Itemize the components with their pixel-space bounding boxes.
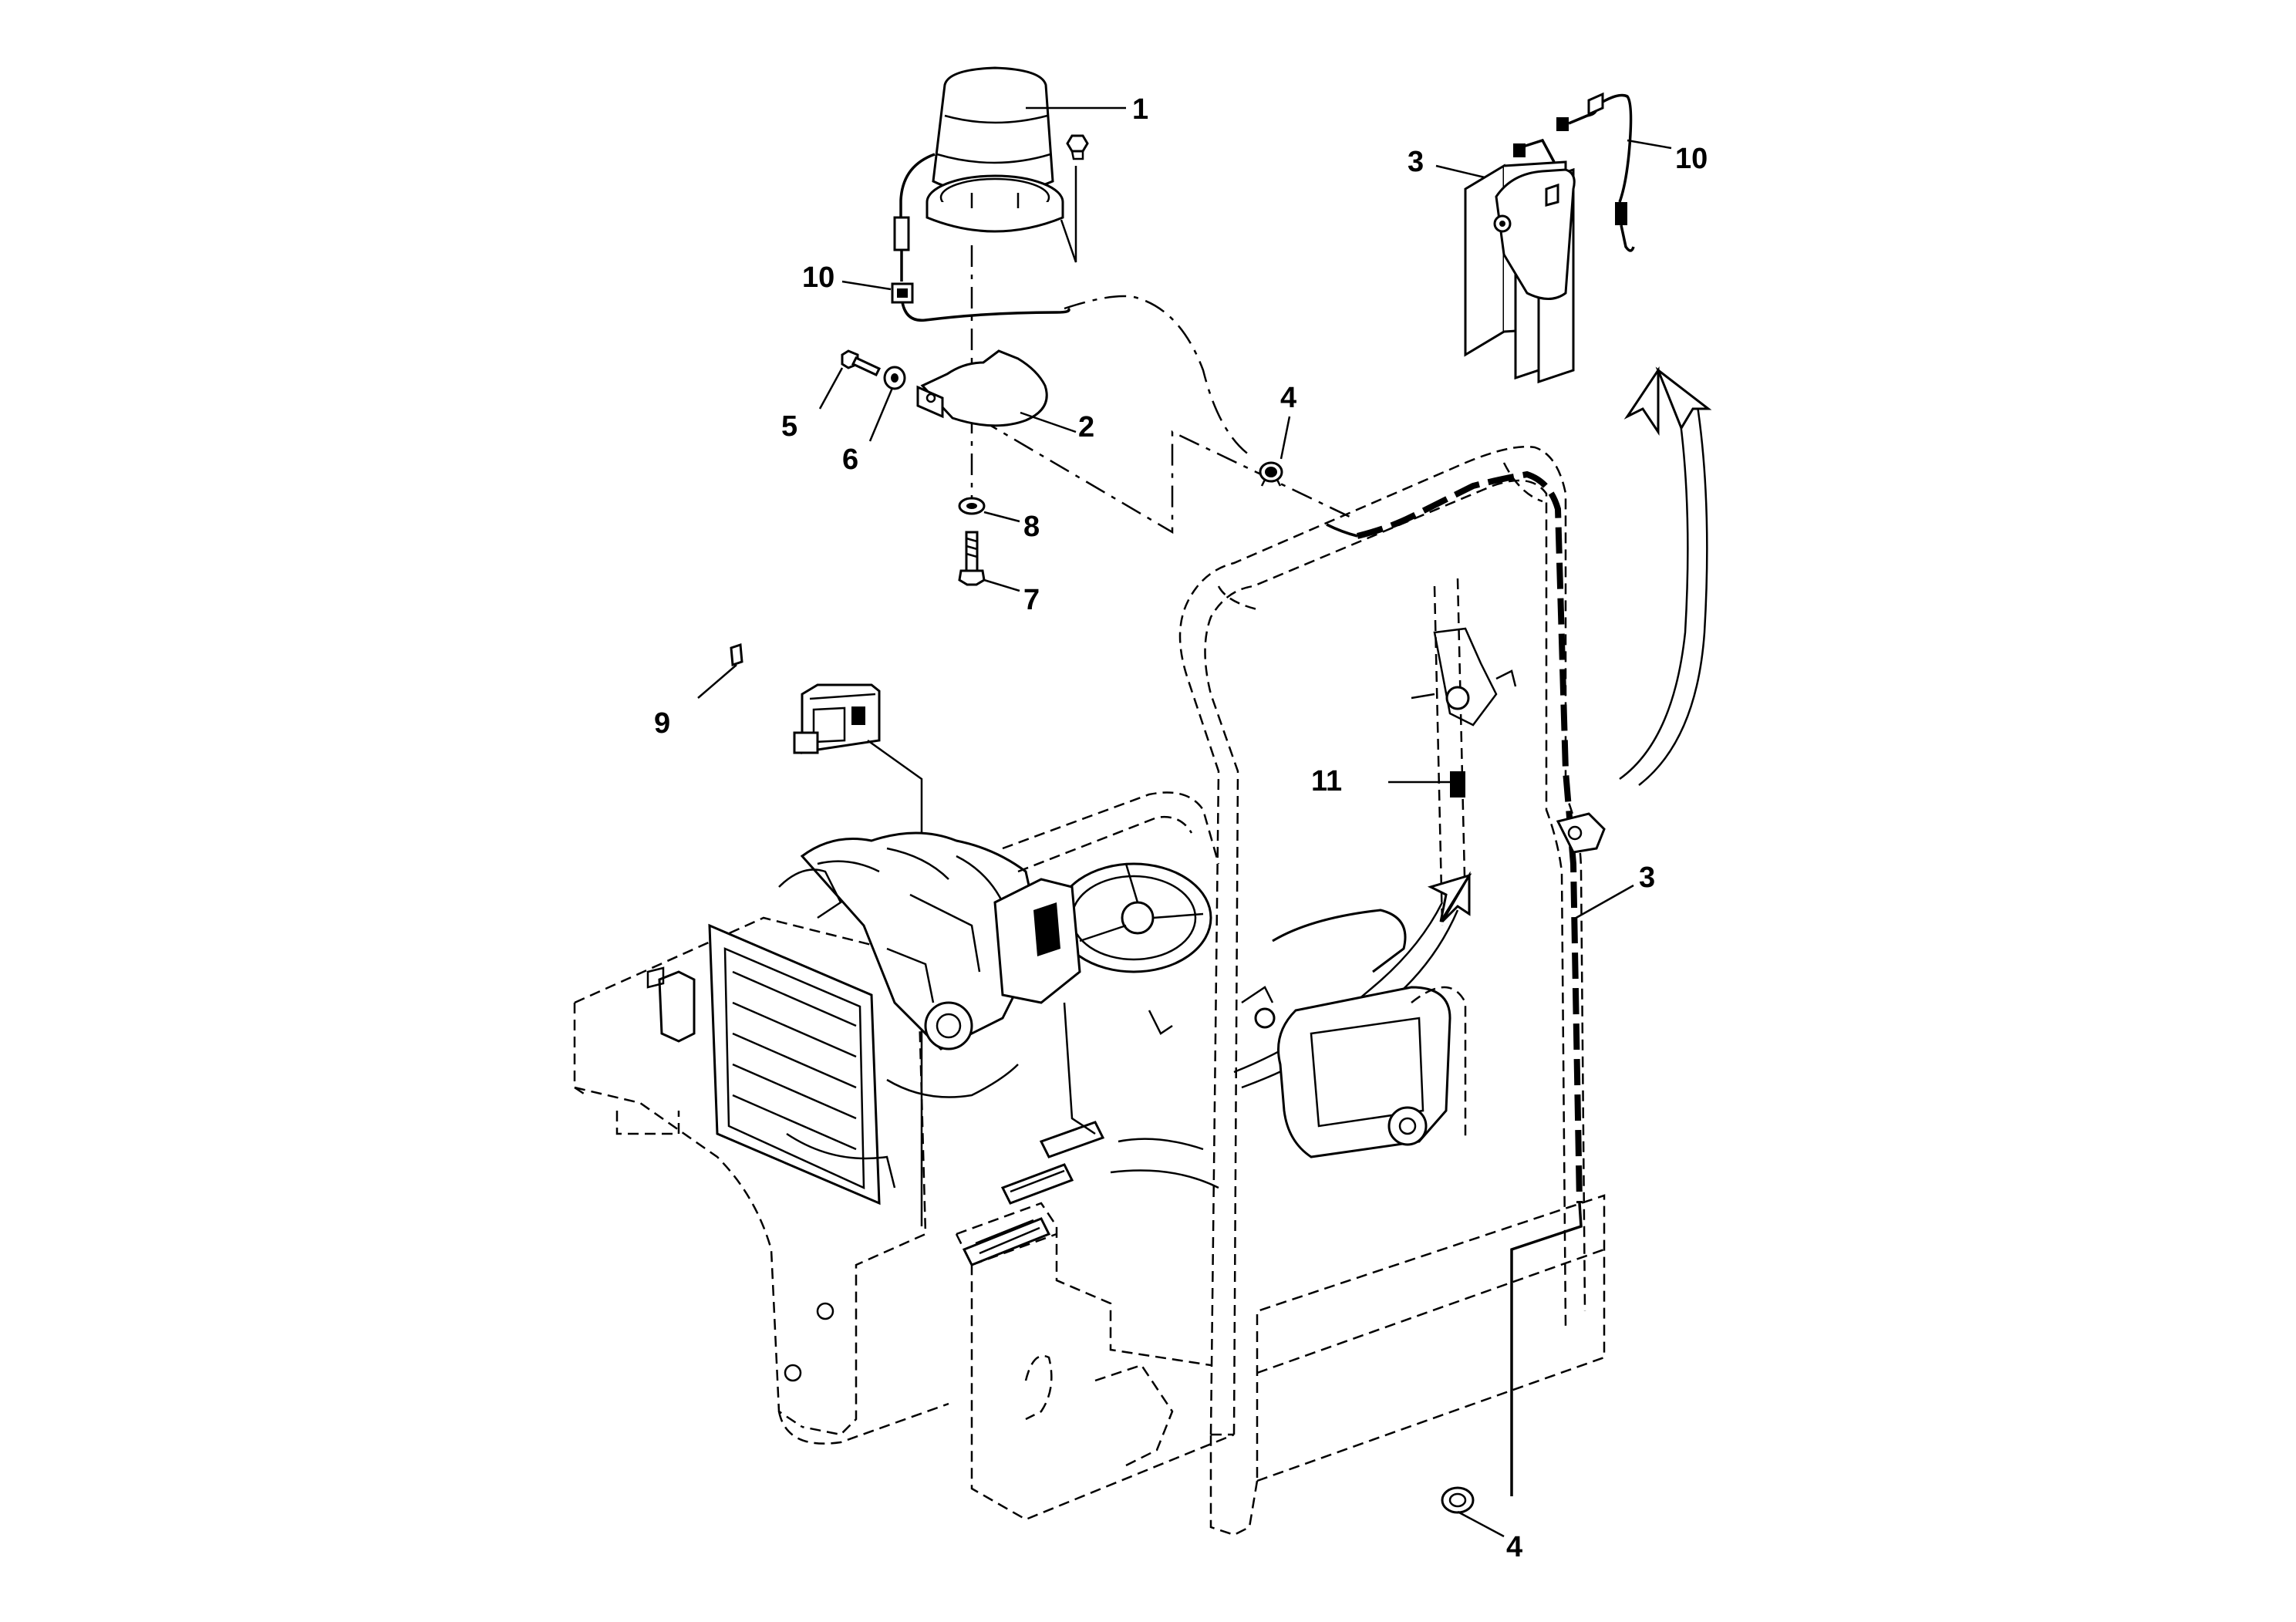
machine-body	[573, 791, 1467, 1521]
connector-left	[891, 282, 1070, 322]
grommet-bottom	[1441, 1486, 1475, 1514]
relay-box	[793, 683, 881, 754]
callout-3-mid: 3	[1639, 862, 1655, 894]
mounting-plate	[916, 349, 1048, 427]
washer-item-8	[958, 497, 986, 515]
callout-10-left: 10	[802, 261, 834, 294]
callout-4-bottom: 4	[1506, 1531, 1522, 1563]
callout-11: 11	[1311, 765, 1342, 798]
leader-lines	[697, 106, 1672, 1538]
callout-9: 9	[654, 707, 670, 740]
callout-1: 1	[1132, 93, 1148, 126]
beacon-lamp	[925, 66, 1064, 233]
callout-3-top: 3	[1408, 146, 1424, 178]
callout-8: 8	[1023, 511, 1040, 543]
bolt-item-7	[958, 531, 986, 586]
decal-item-11	[1450, 771, 1465, 798]
assembly-line-cable	[1064, 295, 1250, 456]
callout-6: 6	[842, 443, 858, 476]
harness-clamp	[1556, 812, 1606, 854]
clip-item-9	[730, 642, 743, 667]
wire-harness	[1357, 470, 1583, 1204]
lamp-cable	[899, 153, 936, 218]
callout-2: 2	[1078, 411, 1094, 443]
callout-5: 5	[781, 410, 797, 443]
callout-7: 7	[1023, 584, 1040, 616]
frame-hinge-detail	[1411, 578, 1517, 926]
nut	[1066, 134, 1089, 160]
grommet-top	[1259, 461, 1283, 487]
screw-item-5	[841, 349, 882, 376]
callout-labels: 1 2 3 3 4 4 5 6 7 8 9 10 10 11	[654, 93, 1708, 1563]
rops-frame	[1178, 445, 1606, 1536]
washer-item-6	[883, 366, 906, 390]
callout-4-top: 4	[1280, 382, 1296, 414]
bracket-detail	[1464, 92, 1635, 384]
detail-arrow-right	[1619, 366, 1712, 786]
lamp-connector	[893, 216, 910, 251]
callout-10-right: 10	[1675, 143, 1708, 175]
